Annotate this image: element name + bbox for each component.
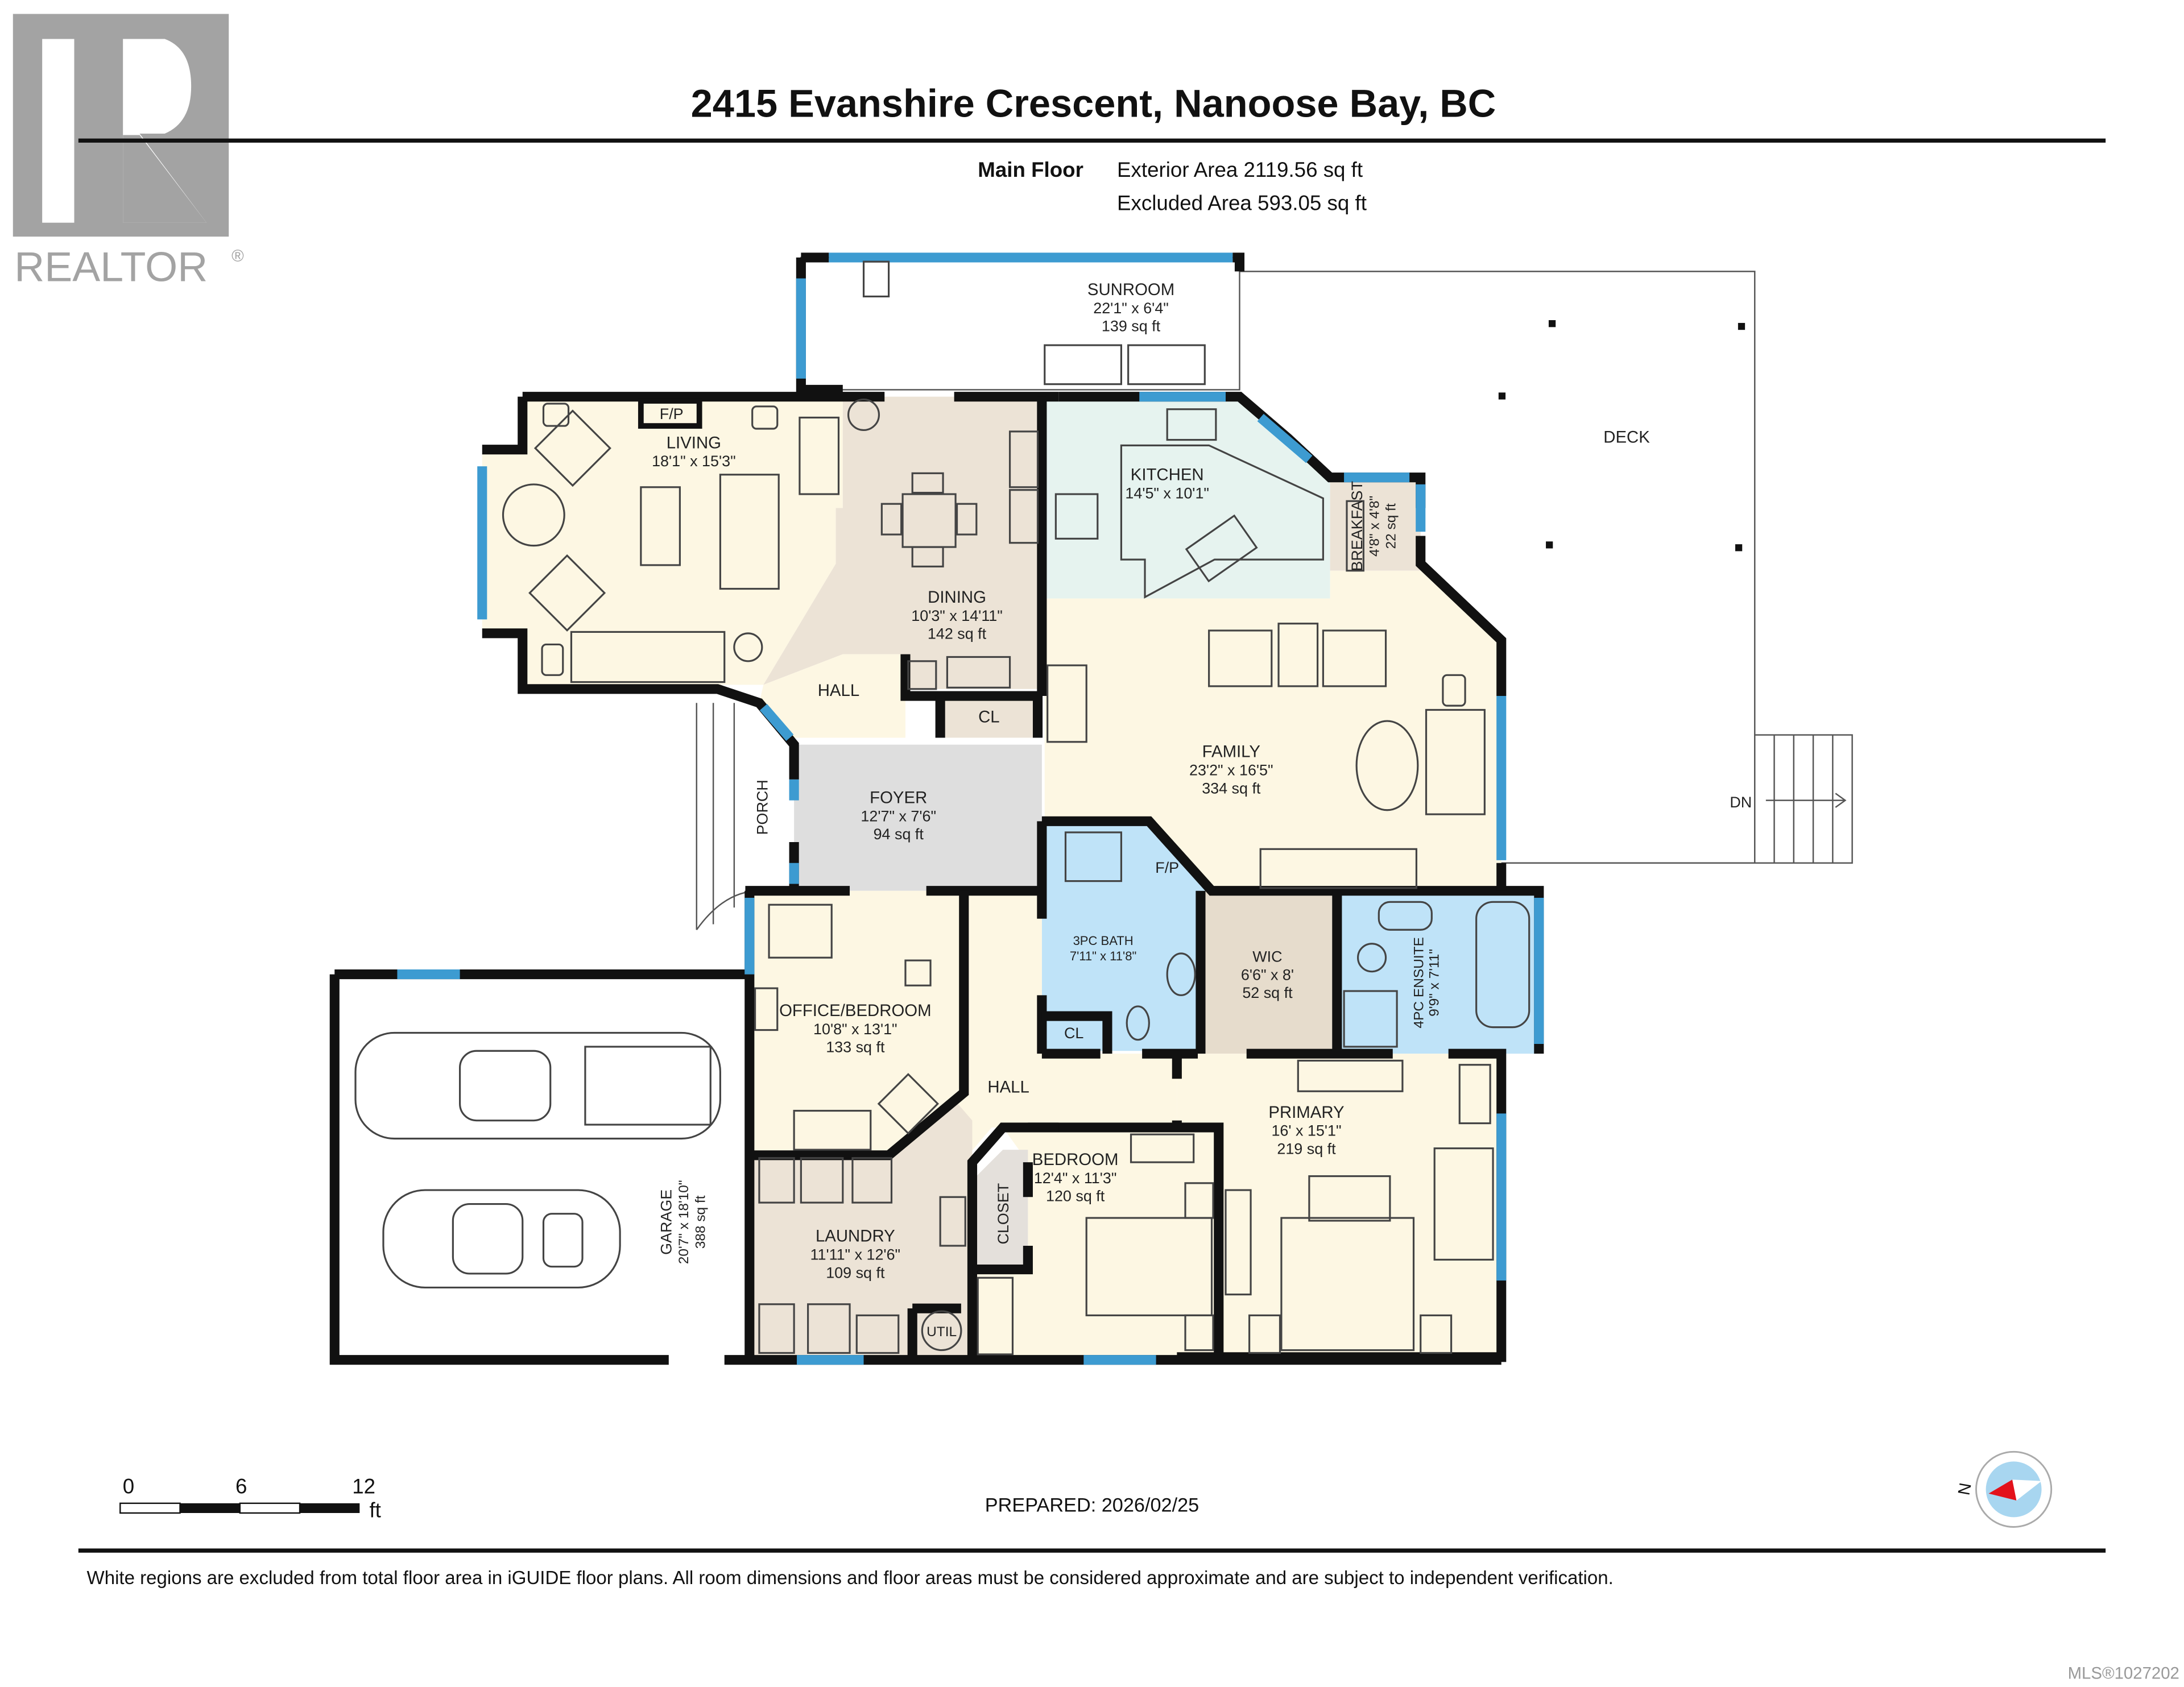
bedroom-dims: 12'4" x 11'3" [1034, 1170, 1117, 1187]
bath3-name: 3PC BATH [1073, 934, 1134, 948]
laundry-name: LAUNDRY [816, 1227, 895, 1246]
mls-number: MLS®1027202 [2068, 1664, 2179, 1682]
compass-icon: N [1954, 1450, 2053, 1528]
living-dims: 18'1" x 15'3" [652, 453, 736, 470]
walls [329, 252, 1544, 1365]
deck-label: DECK [1603, 428, 1650, 446]
office-area: 133 sq ft [826, 1039, 885, 1056]
svg-text:®: ® [231, 247, 244, 266]
dining-name: DINING [928, 588, 986, 607]
stairs-down-label: DN [1730, 794, 1752, 811]
wic-name: WIC [1252, 948, 1282, 965]
sunroom-dims: 22'1" x 6'4" [1093, 300, 1169, 317]
garage-dims: 20'7" x 18'10" [676, 1180, 692, 1264]
lower-closet-label: CL [1064, 1025, 1083, 1042]
address-title: 2415 Evanshire Crescent, Nanoose Bay, BC [691, 82, 1496, 126]
excluded-area: Excluded Area 593.05 sq ft [1117, 192, 1367, 215]
bedroom-area: 120 sq ft [1046, 1188, 1105, 1205]
realtor-wordmark: REALTOR [14, 244, 208, 291]
breakfast-area: 22 sq ft [1384, 503, 1399, 549]
breakfast-name: BREAKFAST [1349, 481, 1366, 571]
room-labels: SUNROOM 22'1" x 6'4" 139 sq ft F/P LIVIN… [652, 280, 1752, 1340]
realtor-logo: REALTOR ® [13, 14, 244, 291]
svg-text:6: 6 [235, 1475, 247, 1498]
porch-label: PORCH [754, 780, 771, 835]
sunroom-name: SUNROOM [1087, 280, 1174, 299]
ensuite-name: 4PC ENSUITE [1412, 937, 1427, 1028]
breakfast-dims: 4'8" x 4'8" [1367, 496, 1382, 557]
wic-area: 52 sq ft [1242, 984, 1293, 1001]
compass-north-label: N [1954, 1481, 1975, 1497]
prepared-date: PREPARED: 2026/02/25 [985, 1495, 1199, 1516]
office-name: OFFICE/BEDROOM [779, 1001, 932, 1020]
foyer-area: 94 sq ft [874, 826, 924, 843]
dining-area: 142 sq ft [928, 625, 987, 643]
office-dims: 10'8" x 13'1" [813, 1021, 897, 1038]
windows [397, 252, 1544, 1365]
kitchen-name: KITCHEN [1131, 466, 1204, 484]
disclaimer: White regions are excluded from total fl… [87, 1568, 1614, 1589]
primary-name: PRIMARY [1268, 1103, 1344, 1122]
garage-name: GARAGE [658, 1189, 675, 1255]
util-label: UTIL [926, 1324, 957, 1340]
bath3-dims: 7'11" x 11'8" [1070, 949, 1136, 963]
lower-hall-label: HALL [987, 1078, 1029, 1097]
living-name: LIVING [667, 433, 721, 452]
car-truck [354, 1031, 721, 1140]
foyer-dims: 12'7" x 7'6" [861, 807, 936, 824]
car-sedan [382, 1189, 621, 1289]
garage-area: 388 sq ft [693, 1195, 708, 1249]
closet-label: CLOSET [995, 1183, 1012, 1245]
ensuite-dims: 9'9" x 7'11" [1427, 949, 1442, 1017]
primary-dims: 16' x 15'1" [1271, 1122, 1341, 1139]
svg-text:0: 0 [123, 1475, 134, 1498]
floor-label: Main Floor [978, 158, 1083, 181]
family-fp-label: F/P [1155, 859, 1179, 876]
family-dims: 23'2" x 16'5" [1189, 762, 1273, 779]
dining-dims: 10'3" x 14'11" [911, 607, 1003, 624]
room-fills [482, 396, 1535, 1357]
svg-text:12: 12 [352, 1475, 375, 1498]
furniture [354, 260, 1531, 1356]
sunroom-area: 139 sq ft [1102, 318, 1161, 335]
family-area: 334 sq ft [1202, 780, 1261, 797]
svg-text:ft: ft [369, 1498, 380, 1522]
living-fp-label: F/P [660, 405, 684, 422]
upper-closet-label: CL [978, 708, 1000, 727]
wic-dims: 6'6" x 8' [1241, 966, 1294, 983]
kitchen-dims: 14'5" x 10'1" [1125, 484, 1209, 501]
exterior-outlines [334, 256, 1853, 1360]
exterior-area: Exterior Area 2119.56 sq ft [1117, 158, 1363, 181]
bedroom-name: BEDROOM [1032, 1150, 1119, 1169]
foyer-name: FOYER [870, 789, 927, 807]
primary-area: 219 sq ft [1277, 1140, 1336, 1157]
upper-hall-label: HALL [818, 681, 859, 700]
laundry-dims: 11'11" x 12'6" [810, 1246, 901, 1263]
scale-bar: 0 6 12 ft [119, 1475, 381, 1522]
laundry-area: 109 sq ft [826, 1264, 885, 1281]
family-name: FAMILY [1202, 743, 1260, 761]
